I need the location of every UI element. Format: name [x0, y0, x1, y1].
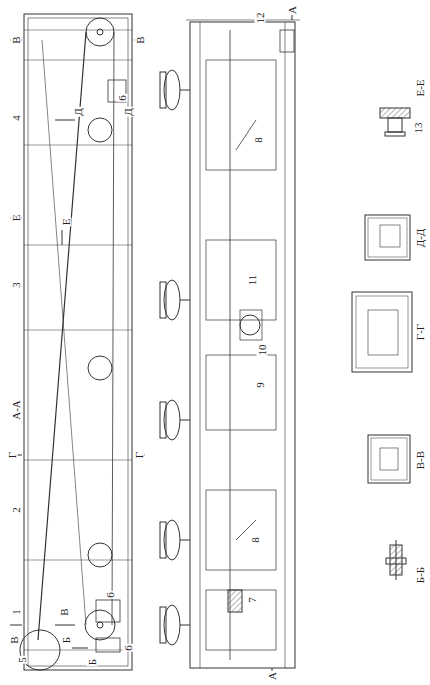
callout-number: 3 — [11, 281, 22, 289]
callout-number: 9 — [255, 381, 266, 389]
wheel-rim — [160, 522, 166, 558]
callout-number: Б — [61, 636, 72, 644]
callout-number: 7 — [247, 596, 258, 604]
section-views — [352, 108, 412, 580]
callout-number: 6 — [105, 591, 116, 599]
callout-number: 4 — [11, 114, 22, 122]
callout-number: 10 — [257, 344, 268, 357]
section-label: А-А — [11, 399, 22, 421]
axle — [180, 420, 190, 421]
axle — [180, 625, 190, 626]
callout-number: 12 — [255, 12, 266, 25]
callout-number: 6 — [117, 94, 128, 102]
callout-number: В — [9, 635, 20, 644]
callout-number: 8 — [253, 136, 264, 144]
callout-number: 1 — [11, 608, 22, 616]
callout-number: Г — [134, 451, 145, 459]
callout-number: В — [11, 35, 22, 44]
section-label: Д-Д — [415, 228, 426, 249]
wheel-rim — [160, 282, 166, 318]
callout-number: Б — [87, 658, 98, 666]
axle — [180, 540, 190, 541]
callout-number: Е — [11, 214, 22, 223]
callout-number: 5 — [17, 656, 28, 664]
section-label: В-В — [415, 450, 426, 470]
axle — [180, 300, 190, 301]
section-label: Е-Е — [415, 78, 426, 97]
callout-number: 13 — [413, 122, 424, 135]
callout-number: Е — [61, 218, 72, 227]
wheel-rim — [160, 402, 166, 438]
callout-number: А — [267, 671, 278, 681]
side-elevation — [160, 8, 300, 680]
callout-number: Д — [73, 107, 84, 117]
callout-number: 2 — [11, 506, 22, 514]
wheel-rim — [160, 72, 166, 108]
wheel-rim — [160, 607, 166, 643]
callout-number: В — [59, 607, 70, 616]
callout-number: 8 — [250, 536, 261, 544]
callout-number: 6 — [123, 644, 134, 652]
callout-number: А — [287, 5, 298, 15]
callout-number: В — [135, 35, 146, 44]
tank-plan-view — [10, 14, 145, 670]
callout-number: Д — [123, 107, 134, 117]
callout-number: 11 — [247, 274, 258, 287]
callout-number: Г — [7, 451, 18, 459]
section-label: Б-Б — [415, 566, 426, 584]
section-label: Г-Г — [415, 323, 426, 341]
axle — [180, 90, 190, 91]
